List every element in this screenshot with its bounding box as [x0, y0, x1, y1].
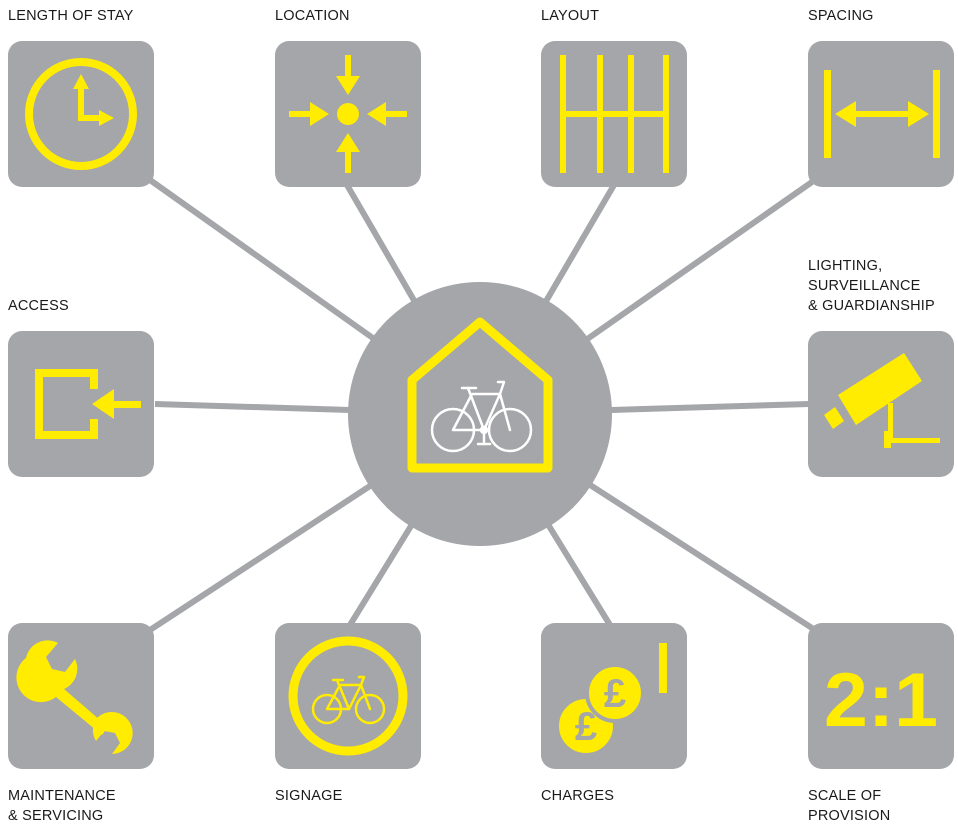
label-layout: LAYOUT — [541, 8, 600, 24]
bike-shelter-hub — [348, 282, 612, 546]
bicycle-icon — [311, 675, 386, 725]
wrench-icon — [16, 640, 133, 754]
label-lighting-surveillance: LIGHTING, SURVEILLANCE & GUARDIANSHIP — [808, 258, 935, 314]
tile-signage — [275, 623, 421, 769]
rack-layout-icon — [560, 55, 669, 173]
label-access: ACCESS — [8, 298, 69, 314]
label-spacing: SPACING — [808, 8, 874, 24]
pound-coins-icon: £ £ — [555, 643, 667, 757]
tile-layout — [541, 41, 687, 187]
cctv-camera-icon — [824, 353, 940, 448]
entry-arrow-icon — [35, 369, 141, 439]
tile-location — [275, 41, 421, 187]
tile-charges: £ £ — [541, 623, 687, 769]
label-location: LOCATION — [275, 8, 350, 24]
ratio-text: 2:1 — [824, 658, 938, 743]
spacing-arrow-icon — [824, 70, 940, 158]
bike-shelter-icon — [407, 317, 553, 473]
coin-symbol-front: £ — [604, 672, 626, 716]
tile-spacing — [808, 41, 954, 187]
label-length-of-stay: LENGTH OF STAY — [8, 8, 134, 24]
clock-icon — [25, 58, 137, 170]
label-signage: SIGNAGE — [275, 788, 343, 804]
label-charges: CHARGES — [541, 788, 615, 804]
tile-scale-of-provision: 2:1 — [808, 623, 954, 769]
ratio-icon: 2:1 — [824, 658, 938, 743]
tile-lighting-surveillance — [808, 331, 954, 477]
label-scale-of-provision: SCALE OF PROVISION — [808, 788, 891, 824]
bicycle-icon — [430, 380, 533, 453]
coin-symbol-back: £ — [575, 705, 597, 749]
tile-access — [8, 331, 154, 477]
bike-sign-icon — [288, 636, 408, 756]
converging-arrows-icon — [289, 55, 407, 173]
tile-length-of-stay — [8, 41, 154, 187]
label-maintenance: MAINTENANCE & SERVICING — [8, 788, 116, 824]
tile-maintenance — [8, 623, 154, 769]
